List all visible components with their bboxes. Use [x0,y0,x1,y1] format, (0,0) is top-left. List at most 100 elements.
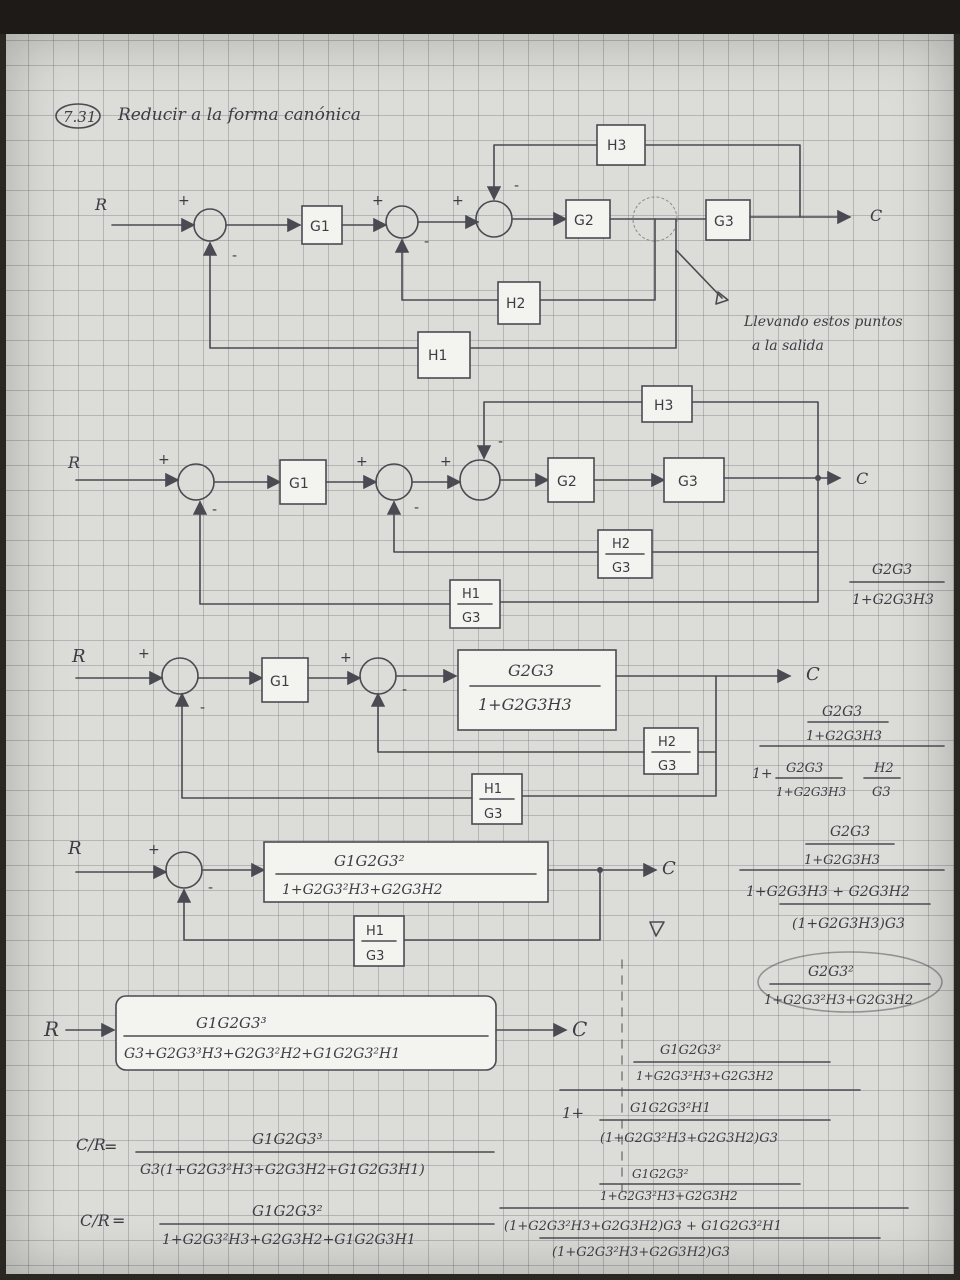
diagram3-side-result_den-text: 1+G2G3²H3+G2G3H2 [764,993,913,1008]
diagram3-blocks-big_num-text: G2G3 [508,661,554,680]
d1-block-h1 [417,331,471,379]
diagram1-signs-minus-text: - [498,434,503,450]
diagram3-side-den_frac_den-text: 1+G2G3H3 [776,785,847,799]
diagram1-signs-plus-text: + [356,454,368,470]
diagram3-blocks-h1_den-text: G3 [484,807,502,822]
problem-title: Reducir a la forma canónica [117,105,361,125]
diagram3-side-den_lead-text: 1+ [752,766,773,782]
d1-block-g3 [705,199,751,241]
diagram1-signs-plus-text: + [452,193,464,209]
final-num-text: G1G2G3³ [196,1014,267,1032]
diagram1-signs-minus-text: - [514,178,519,194]
d2-block-g3 [663,457,725,503]
diagram3-side-num2-text: G2G3 [830,824,870,840]
diagram4-blocks-big_den-text: 1+G2G3²H3+G2G3H2 [282,882,443,898]
diagram1-signs-plus-text: + [178,193,190,209]
diagram2-side-den-text: 1+G2G3H3 [852,592,934,608]
diagram2-blocks-h2_num-text: H2 [612,537,630,552]
diagram-4: R + - G1G2G3² 1+G2G3²H3+G2G3H2 C H1 G3 [67,838,676,967]
diagram2-blocks-g2-text: G2 [557,474,577,490]
final-side_h_den-text: (1+G2G3²H3+G2G3H2)G3 [600,1131,778,1146]
diagram2-blocks-h2_den-text: G3 [612,561,630,576]
diagram3-side-den_h_num-text: H2 [873,761,894,776]
d1-note-line1: Llevando estos puntos [743,314,903,330]
diagram3-side-den2_top-text: 1+G2G3H3 + G2G3H2 [746,884,910,900]
diagram3-side-result_num-text: G2G3² [808,964,854,980]
final-den-text: G3+G2G3³H3+G2G3²H2+G1G2G3²H1 [124,1046,400,1062]
diagram-1: R + - G1 + - + - G2 G3 C H3 H2 [94,124,903,379]
diagram3-side-den2_bot-text: (1+G2G3H3)G3 [792,916,905,932]
diagram1-signs-minus-text: - [200,700,205,716]
diagram4-output-text: C [662,858,676,879]
diagram-3: R + - G1 + - G2G3 1+G2G3H3 C H2 G3 H1 G3… [71,646,945,1013]
d2-summing-junction-1 [177,463,215,501]
result-lhs-text: C/R [80,1211,110,1230]
d2-block-g1 [279,459,327,505]
d1-input-label: R [94,195,107,214]
diagram2-blocks-h1_num-text: H1 [462,587,480,602]
final-block: R G1G2G3³ G3+G2G3³H3+G2G3²H2+G1G2G3²H1 C… [43,959,909,1260]
result-num1-text: G1G2G3³ [252,1130,323,1148]
diagram2-blocks-g3-text: G3 [678,474,698,490]
diagram4-blocks-h1_num-text: H1 [366,924,384,939]
final-side_res_den_den-text: (1+G2G3²H3+G2G3H2)G3 [552,1245,730,1260]
d1-block-g1 [301,205,343,245]
diagram3-blocks-big_den-text: 1+G2G3H3 [478,695,572,714]
diagram1-signs-minus-text: - [208,880,213,896]
result-den1-text: G3(1+G2G3²H3+G2G3H2+G1G2G3H1) [140,1162,425,1178]
d2-block-h3 [641,385,693,423]
d4-block-reduced [263,841,549,903]
d1-g1-label: G1 [310,219,330,235]
d1-summing-junction-1 [193,208,227,242]
result-num2-text: G1G2G3² [252,1202,323,1220]
diagram1-signs-minus-text: - [424,234,429,250]
final-side_h_num-text: G1G2G3²H1 [630,1101,711,1116]
diagram3-side-den_frac_num-text: G2G3 [786,761,823,776]
final-side_res_den-text: (1+G2G3²H3+G2G3H2)G3 + G1G2G3²H1 [504,1219,782,1234]
d1-h2-label: H2 [506,296,525,312]
d1-h3-label: H3 [607,138,626,154]
diagram4-blocks-h1_den-text: G3 [366,949,384,964]
d1-g3-label: G3 [714,214,734,230]
final-transfer-block [115,995,497,1071]
diagram3-output-text: C [806,664,820,685]
diagram4-blocks-big_num-text: G1G2G3² [334,852,405,870]
diagram2-blocks-h3-text: H3 [654,398,673,414]
diagram2-blocks-g1-text: G1 [289,476,309,492]
diagram3-side-num2_den-text: 1+G2G3H3 [804,853,880,868]
diagram1-signs-plus-text: + [372,193,384,209]
d4-summing-junction [165,851,203,889]
diagram1-signs-minus-text: - [414,500,419,516]
d2-block-g2 [547,457,595,503]
d1-summing-junction-2 [385,205,419,239]
problem-number: 7.31 [63,108,96,126]
result-eq-text: = [104,1137,117,1156]
d3-block-h2-over-g3 [643,727,699,775]
d3-block-reduced-g2g3 [457,649,617,731]
d3-summing-junction-1 [161,657,199,695]
final-side_num-text: G1G2G3² [660,1043,721,1058]
diagram1-signs-minus-text: - [212,502,217,518]
diagram3-side-den_h_den-text: G3 [872,785,891,800]
d1-note-line2: a la salida [752,338,824,354]
final-side_lead-text: 1+ [562,1104,584,1122]
diagram3-blocks-g1-text: G1 [270,674,290,690]
d2-summing-junction-2 [375,463,413,501]
diagram1-signs-plus-text: + [340,650,352,666]
diagram1-signs-minus-text: - [232,248,237,264]
diagram-2: R + - G1 + - + - G2 G3 C H3 H2 G3 [67,385,945,629]
diagram2-blocks-h1_den-text: G3 [462,611,480,626]
diagram2-side-num-text: G2G3 [872,562,912,578]
final-side_res_num-text: G1G2G3² [632,1167,689,1181]
result-den2-text: 1+G2G3²H3+G2G3H2+G1G2G3H1 [162,1232,416,1248]
diagram1-signs-plus-text: + [138,646,150,662]
final-side_num_den-text: 1+G2G3²H3+G2G3H2 [636,1069,774,1083]
d3-block-g1 [261,657,309,703]
diagram3-blocks-h2_num-text: H2 [658,735,676,750]
diagram3-blocks-h1_num-text: H1 [484,782,502,797]
d1-block-h3 [596,124,646,166]
result-equations: C/R = G1G2G3³ G3(1+G2G3²H3+G2G3H2+G1G2G3… [76,1130,495,1248]
diagram2-output-text: C [856,469,868,488]
diagram2-input-text: R [67,453,80,472]
